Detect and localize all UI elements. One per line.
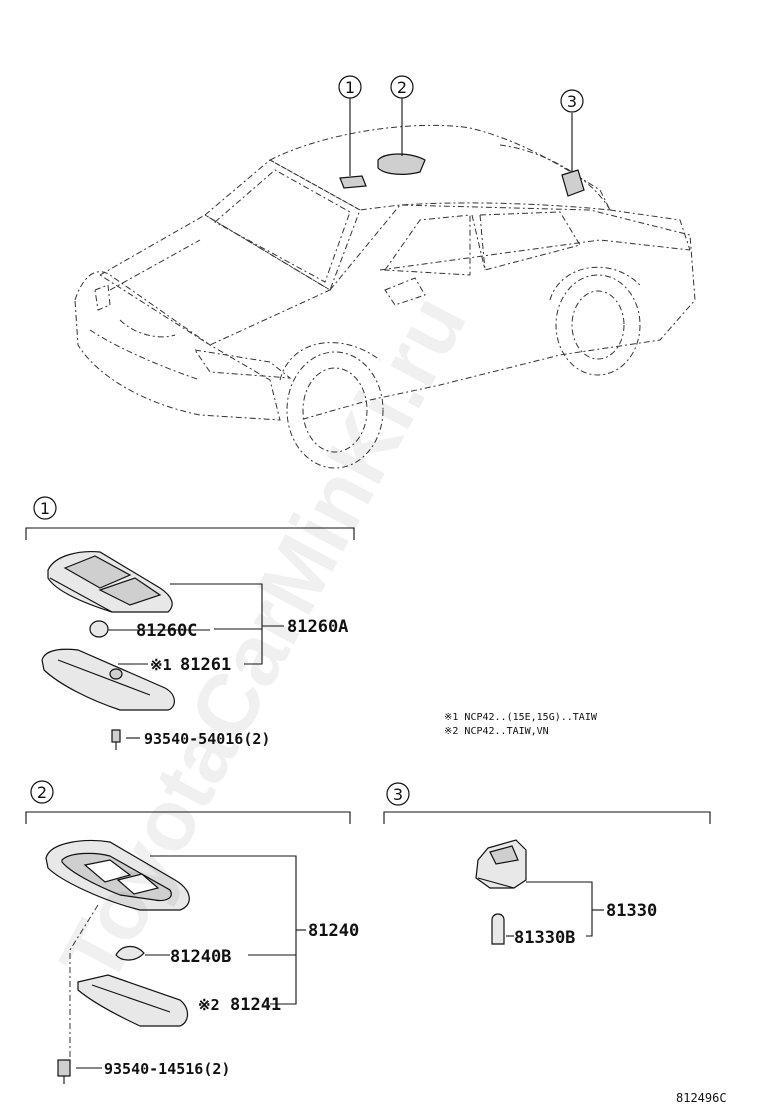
note-2: ※2 NCP42..TAIW,VN	[444, 726, 549, 737]
bulb-81260c-icon	[89, 620, 109, 638]
part-81240-label: 81240	[308, 921, 359, 941]
section-3-callout: 3	[386, 782, 410, 806]
callout-2-top: 2	[390, 75, 414, 99]
part-81330b-label: 81330B	[514, 928, 575, 948]
section-1: 1 81260C 81260	[25, 496, 355, 750]
part-93540-14516-label: 93540-14516(2)	[104, 1060, 230, 1078]
part-81241-label: 81241	[230, 995, 281, 1015]
svg-text:3: 3	[393, 785, 403, 804]
map-lamp-housing	[47, 550, 173, 613]
map-lamp-lens	[41, 648, 175, 711]
diagram-id: 812496C	[676, 1091, 727, 1105]
part-81330-label: 81330	[606, 901, 657, 921]
callout-1-top: 1	[338, 75, 362, 99]
part-81260a-label: 81260A	[287, 617, 348, 637]
section-1-callout: 1	[33, 496, 57, 520]
screw-93540-14516-icon	[57, 1059, 71, 1084]
part-81260c-label: 81260C	[136, 621, 197, 641]
dome-lamp-housing	[45, 839, 190, 911]
svg-text:2: 2	[37, 783, 47, 802]
luggage-lamp-icon	[475, 839, 527, 889]
section-3: 3 81330 81330B	[383, 782, 711, 948]
section-3-bracket	[383, 811, 711, 824]
part-93540-54016-label: 93540-54016(2)	[144, 730, 270, 748]
dome-lamp-lens	[77, 974, 189, 1027]
note-1: ※1 NCP42..(15E,15G)..TAIW	[444, 712, 598, 723]
svg-text:1: 1	[345, 78, 355, 97]
svg-text:2: 2	[397, 78, 407, 97]
part-81261-label: 81261	[180, 655, 231, 675]
bulb-81240b-icon	[115, 945, 145, 961]
screw-93540-54016-icon	[111, 729, 121, 750]
section-2-callout: 2	[30, 780, 54, 804]
part-81240b-label: 81240B	[170, 947, 231, 967]
svg-text:3: 3	[567, 92, 577, 111]
svg-text:1: 1	[40, 499, 50, 518]
car-outline	[74, 124, 696, 469]
watermark: ToyotaCarMinKi.ru	[42, 280, 485, 999]
section-2-bracket	[25, 811, 351, 824]
section-1-bracket	[25, 527, 355, 540]
section-2: 2 81240B 81240	[25, 780, 359, 1084]
bulb-81330b-icon	[491, 913, 505, 945]
callout-3-top: 3	[560, 89, 584, 113]
lens-1-note-mark: ※1	[150, 656, 172, 674]
lens-2-note-mark: ※2	[198, 996, 220, 1014]
